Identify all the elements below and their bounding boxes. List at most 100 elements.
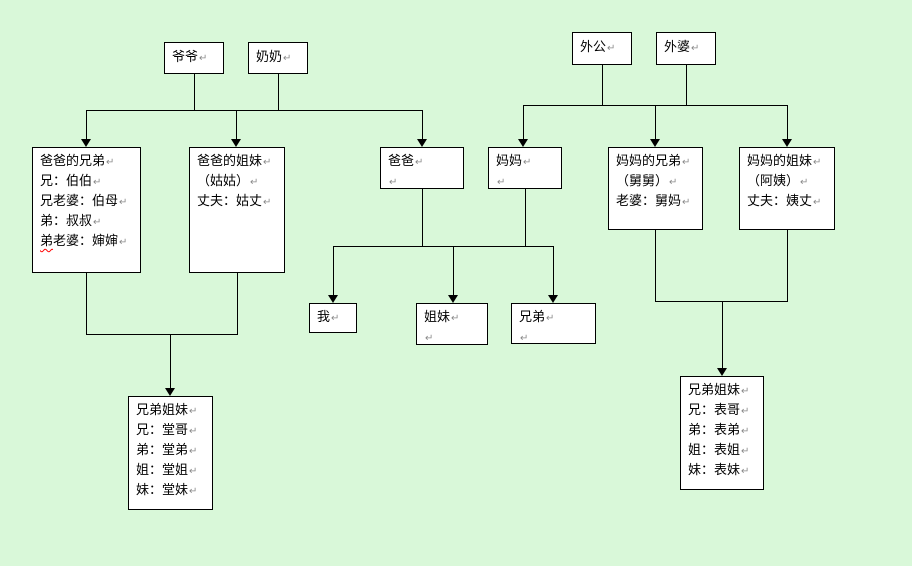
paragraph-mark-icon: ↵ xyxy=(283,52,292,64)
paragraph-mark-icon: ↵ xyxy=(189,406,198,417)
connector-line xyxy=(86,334,238,335)
connector-line xyxy=(655,301,788,302)
arrow-down-icon xyxy=(328,295,338,303)
connector-line xyxy=(602,65,603,106)
node-text-line: 爸爸的兄弟↵ xyxy=(40,154,115,169)
node-sisters: 姐妹↵ ↵ xyxy=(416,303,488,345)
node-paternal-cousins: 兄弟姐妹↵ 兄：堂哥↵ 弟：堂弟↵ 姐：堂姐↵ 妹：堂妹↵ xyxy=(128,396,213,510)
arrow-down-icon xyxy=(717,368,727,376)
paragraph-mark-icon: ↵ xyxy=(520,333,529,344)
node-text-line: 丈夫：姑丈↵ xyxy=(197,194,272,209)
node-text-line: 妹：堂妹↵ xyxy=(136,483,198,498)
arrow-down-icon xyxy=(782,139,792,147)
paragraph-mark-icon: ↵ xyxy=(106,157,115,168)
connector-line xyxy=(86,110,87,139)
connector-line xyxy=(86,110,423,111)
node-text-line: 外公↵ xyxy=(580,40,616,55)
connector-line xyxy=(453,246,454,295)
node-text-line: 弟：表弟↵ xyxy=(688,423,750,438)
node-text-line: （姑姑）↵ xyxy=(197,174,259,189)
arrow-down-icon xyxy=(518,139,528,147)
paragraph-mark-icon: ↵ xyxy=(800,177,809,188)
node-fathers-brothers: 爸爸的兄弟↵ 兄：伯伯↵ 兄老婆：伯母↵ 弟：叔叔↵ 弟老婆：婶婶↵ xyxy=(32,147,141,273)
paragraph-mark-icon: ↵ xyxy=(741,406,750,417)
paragraph-mark-icon: ↵ xyxy=(669,177,678,188)
node-text-line: 弟老婆：婶婶↵ xyxy=(40,234,128,249)
connector-line xyxy=(170,334,171,388)
connector-line xyxy=(722,301,723,368)
paragraph-mark-icon: ↵ xyxy=(263,157,272,168)
arrow-down-icon xyxy=(81,139,91,147)
arrow-down-icon xyxy=(417,139,427,147)
paragraph-mark-icon: ↵ xyxy=(425,333,434,344)
paragraph-mark-icon: ↵ xyxy=(741,386,750,397)
node-paternal-grandmother: 奶奶↵ xyxy=(248,42,308,74)
connector-line xyxy=(655,230,656,302)
paragraph-mark-icon: ↵ xyxy=(741,446,750,457)
arrow-down-icon xyxy=(165,388,175,396)
node-text-line: 弟：堂弟↵ xyxy=(136,443,198,458)
node-text-line: 姐：表姐↵ xyxy=(688,443,750,458)
paragraph-mark-icon: ↵ xyxy=(331,312,340,324)
node-text-line: ↵ xyxy=(388,172,461,192)
node-father: 爸爸↵ ↵ xyxy=(380,147,464,189)
connector-line xyxy=(787,230,788,302)
paragraph-mark-icon: ↵ xyxy=(93,177,102,188)
node-text-line: 我↵ xyxy=(317,309,340,325)
paragraph-mark-icon: ↵ xyxy=(93,217,102,228)
connector-line xyxy=(422,110,423,139)
paragraph-mark-icon: ↵ xyxy=(119,237,128,248)
node-mothers-brothers: 妈妈的兄弟↵ （舅舅）↵ 老婆：舅妈↵ xyxy=(608,147,703,230)
node-text-line: 姐妹↵ xyxy=(424,310,460,325)
node-text-line: 兄：表哥↵ xyxy=(688,403,750,418)
connector-line xyxy=(787,105,788,139)
arrow-down-icon xyxy=(650,139,660,147)
arrow-down-icon xyxy=(548,295,558,303)
connector-line xyxy=(236,110,237,139)
node-text-line: 兄弟姐妹↵ xyxy=(136,403,198,418)
node-text-line: 爸爸的姐妹↵ xyxy=(197,154,272,169)
connector-line xyxy=(237,273,238,335)
paragraph-mark-icon: ↵ xyxy=(189,446,198,457)
paragraph-mark-icon: ↵ xyxy=(263,197,272,208)
node-text-line: 兄弟姐妹↵ xyxy=(688,383,750,398)
node-text-line: 妹：表妹↵ xyxy=(688,463,750,478)
node-text-line: 兄：伯伯↵ xyxy=(40,174,102,189)
connector-line xyxy=(333,246,334,295)
node-text-line: 妈妈的兄弟↵ xyxy=(616,154,691,169)
node-text-line: 外婆↵ xyxy=(664,40,700,55)
node-text-line: ↵ xyxy=(424,328,485,348)
paragraph-mark-icon: ↵ xyxy=(682,157,691,168)
connector-line xyxy=(278,74,279,111)
paragraph-mark-icon: ↵ xyxy=(546,313,555,324)
paragraph-mark-icon: ↵ xyxy=(682,197,691,208)
paragraph-mark-icon: ↵ xyxy=(741,466,750,477)
node-text-line: 爸爸↵ xyxy=(388,154,424,169)
node-text-line: ↵ xyxy=(496,172,559,192)
node-fathers-sisters: 爸爸的姐妹↵ （姑姑）↵ 丈夫：姑丈↵ xyxy=(189,147,285,273)
connector-line xyxy=(525,189,526,247)
node-text-line: 弟：叔叔↵ xyxy=(40,214,102,229)
arrow-down-icon xyxy=(448,295,458,303)
paragraph-mark-icon: ↵ xyxy=(189,426,198,437)
node-mother: 妈妈↵ ↵ xyxy=(488,147,562,189)
node-text-line: ↵ xyxy=(519,328,593,348)
paragraph-mark-icon: ↵ xyxy=(813,157,822,168)
paragraph-mark-icon: ↵ xyxy=(523,157,532,168)
paragraph-mark-icon: ↵ xyxy=(119,197,128,208)
node-text-line: （舅舅）↵ xyxy=(616,174,678,189)
connector-line xyxy=(422,189,423,247)
spellcheck-underline: 弟 xyxy=(40,234,54,249)
node-brothers: 兄弟↵ ↵ xyxy=(511,303,596,344)
node-text-line: 兄老婆：伯母↵ xyxy=(40,194,128,209)
connector-line xyxy=(194,74,195,111)
paragraph-mark-icon: ↵ xyxy=(199,52,208,64)
node-text-line: 妈妈的姐妹↵ xyxy=(747,154,822,169)
node-text-line: 姐：堂姐↵ xyxy=(136,463,198,478)
node-me: 我↵ xyxy=(309,303,357,333)
paragraph-mark-icon: ↵ xyxy=(607,43,616,54)
paragraph-mark-icon: ↵ xyxy=(250,177,259,188)
node-text-line: 奶奶↵ xyxy=(256,49,292,65)
paragraph-mark-icon: ↵ xyxy=(497,177,506,188)
